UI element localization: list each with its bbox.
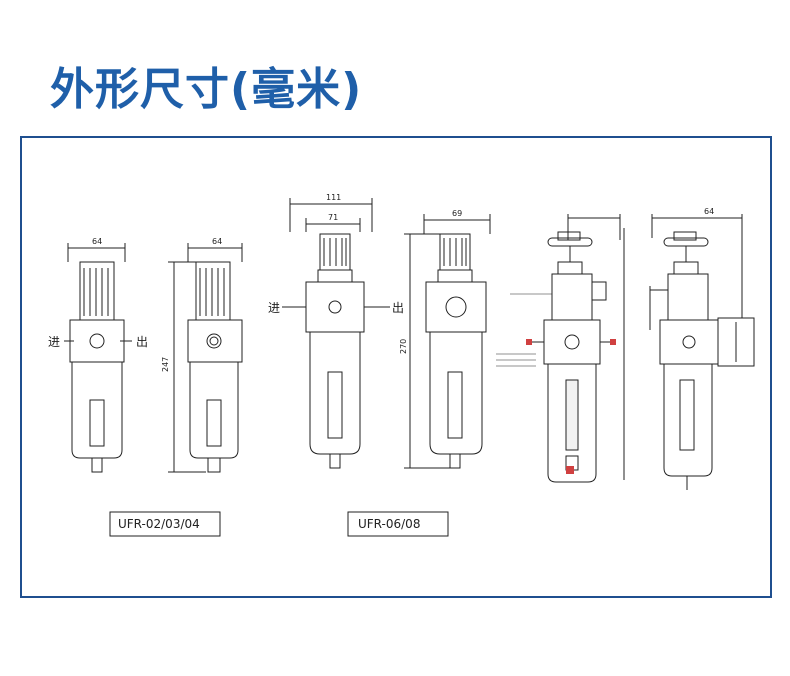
page-title: 外形尺寸(毫米)	[50, 64, 363, 115]
unit-6: 64	[649, 207, 755, 490]
model-caption-1: UFR-02/03/04	[118, 517, 200, 531]
dim-width-64-c: 64	[704, 207, 714, 216]
dim-width-69: 69	[452, 209, 462, 218]
drawing-frame	[20, 136, 772, 598]
unit-5	[496, 214, 625, 483]
dim-width-64: 64	[92, 237, 102, 246]
dim-height-270: 270	[399, 339, 408, 354]
dim-width-111: 111	[326, 193, 341, 202]
model-caption-2: UFR-06/08	[358, 517, 420, 531]
unit-4: 69 270	[399, 209, 491, 469]
outlet-label-1: 出	[136, 335, 148, 349]
outlet-label-3: 出	[392, 301, 404, 315]
dim-height-247: 247	[161, 357, 170, 372]
dim-width-71: 71	[328, 213, 338, 222]
unit-3: 111 71 进 出	[268, 193, 404, 469]
dim-width-64-b: 64	[212, 237, 222, 246]
unit-2: 64 247	[161, 237, 243, 473]
inlet-label-3: 进	[268, 301, 280, 315]
inlet-label-1: 进	[48, 335, 60, 349]
unit-1: 64 进 出	[48, 237, 148, 473]
